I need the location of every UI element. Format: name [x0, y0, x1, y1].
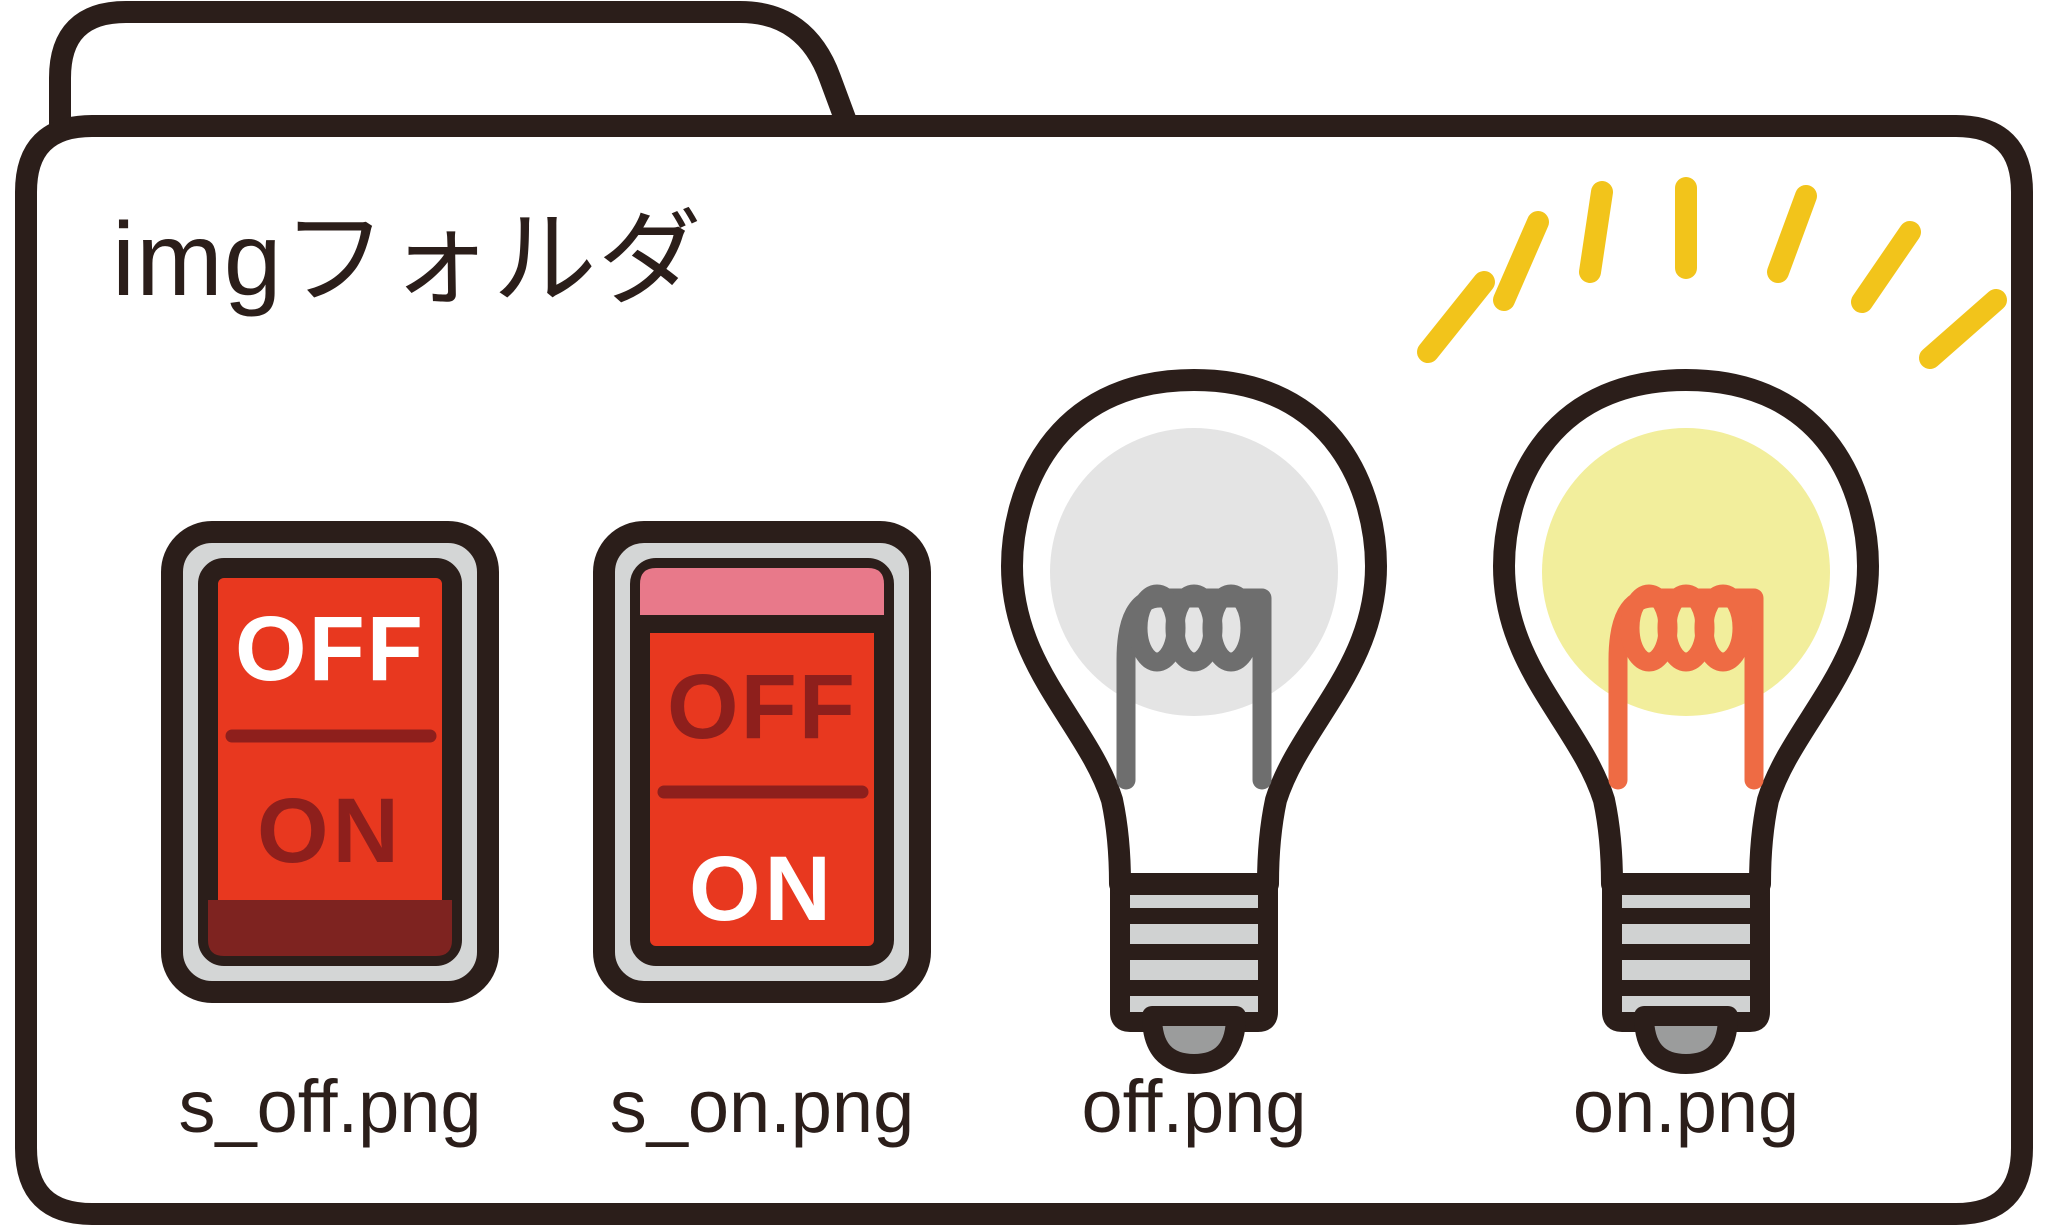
light-rays	[1417, 177, 2007, 369]
item-caption-on: on.png	[1573, 1065, 1799, 1148]
asset-hit-on[interactable]	[1504, 180, 2004, 1070]
bulb-base	[1602, 870, 1770, 1074]
asset-hit-s-off[interactable]	[172, 532, 488, 992]
bulb-filament	[1608, 584, 1764, 790]
switch-label-off: OFF	[667, 656, 857, 758]
switch-label-off: OFF	[235, 598, 425, 700]
folder-tab	[49, 1, 861, 143]
item-s-off[interactable]: OFF ON s_off.png	[161, 521, 499, 1148]
ray-2	[1493, 211, 1549, 311]
item-on-bulb[interactable]: on.png	[1417, 177, 2007, 1148]
item-caption-s-off: s_off.png	[178, 1065, 481, 1148]
asset-hit-off[interactable]	[1012, 370, 1376, 1070]
item-caption-s-on: s_on.png	[610, 1065, 915, 1148]
folder-shape[interactable]	[15, 1, 2033, 1225]
switch-label-on: ON	[689, 838, 835, 940]
ray-6	[1851, 221, 1921, 313]
bulb-base	[1110, 870, 1278, 1074]
item-off-bulb[interactable]: off.png	[1001, 369, 1387, 1148]
bulb-base-tip	[1142, 1006, 1246, 1074]
ray-1	[1417, 271, 1495, 363]
ray-3	[1579, 181, 1613, 283]
asset-hit-s-on[interactable]	[604, 532, 920, 992]
switch-pressed-band	[640, 568, 884, 624]
item-s-on[interactable]: OFF ON s_on.png	[593, 521, 931, 1148]
folder-body	[15, 115, 2033, 1225]
bulb-base-tip	[1634, 1006, 1738, 1074]
switch-label-on: ON	[257, 780, 403, 882]
ray-7	[1919, 289, 2007, 369]
item-caption-off: off.png	[1082, 1065, 1307, 1148]
folder-title: imgフォルダ	[112, 202, 703, 318]
switch-pressed-band	[208, 900, 452, 956]
ray-5	[1767, 185, 1817, 283]
bulb-filament	[1116, 584, 1272, 790]
